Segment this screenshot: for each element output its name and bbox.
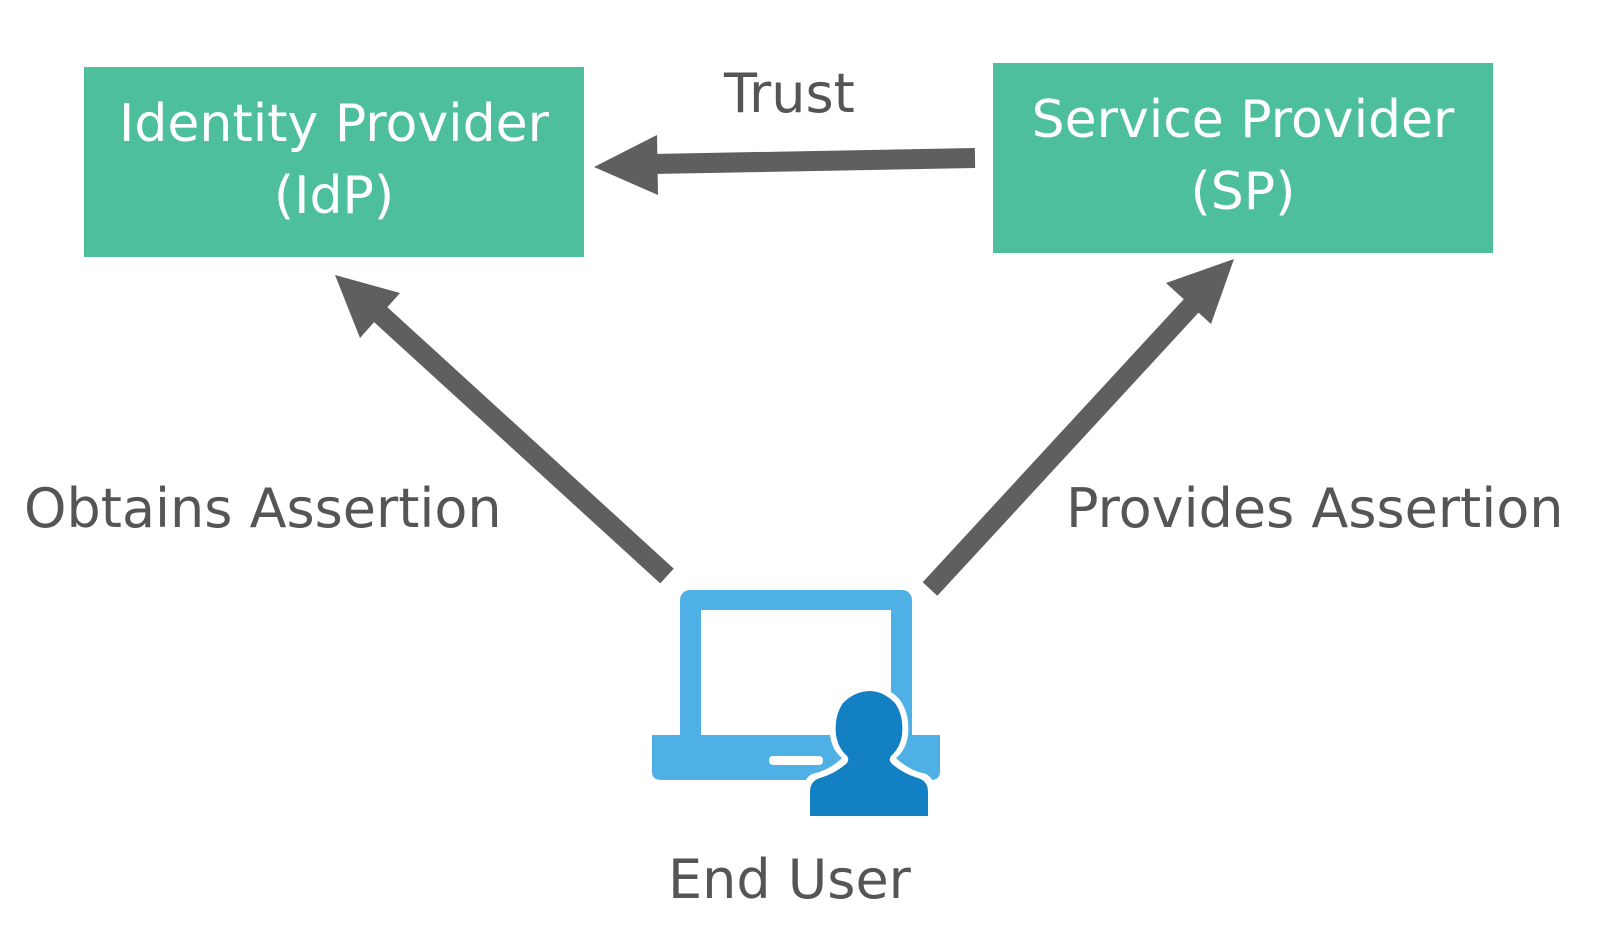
- end-user-label: End User: [668, 848, 911, 911]
- provides-arrow: [922, 259, 1234, 596]
- identity-provider-abbr: (IdP): [273, 166, 395, 226]
- provides-assertion-label: Provides Assertion: [1066, 477, 1564, 540]
- identity-provider-box: Identity Provider (IdP): [84, 67, 584, 257]
- obtains-arrow-shaft: [373, 306, 674, 584]
- laptop-user-icon: [652, 590, 952, 820]
- trust-arrow-shaft: [651, 148, 976, 174]
- service-provider-box: Service Provider (SP): [993, 63, 1493, 253]
- service-provider-title: Service Provider: [1031, 90, 1455, 150]
- user-silhouette-icon: [804, 686, 934, 818]
- trust-label: Trust: [724, 62, 855, 125]
- obtains-arrow: [335, 275, 674, 584]
- trust-arrow: [594, 135, 976, 195]
- obtains-arrow-head: [335, 275, 400, 338]
- obtains-assertion-label: Obtains Assertion: [24, 477, 502, 540]
- provides-arrow-shaft: [922, 298, 1200, 596]
- provides-arrow-head: [1166, 259, 1234, 324]
- trust-arrow-head: [594, 135, 658, 195]
- service-provider-abbr: (SP): [1190, 162, 1296, 222]
- identity-provider-title: Identity Provider: [119, 94, 549, 154]
